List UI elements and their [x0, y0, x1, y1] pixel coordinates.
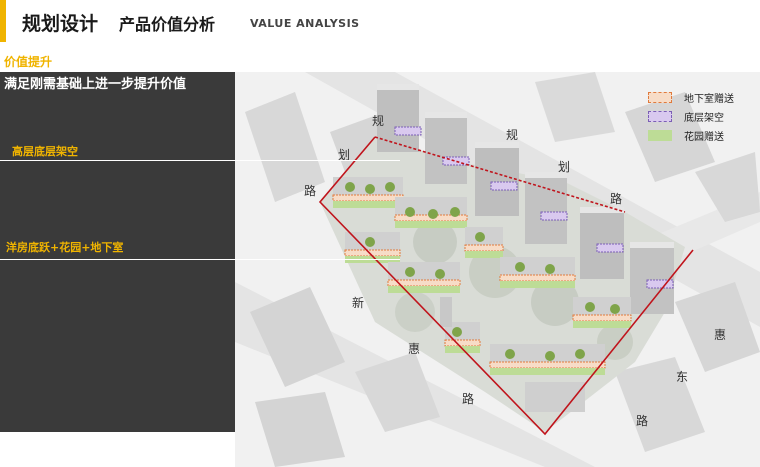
road-label-bottom-left-1: 新 [352, 296, 365, 310]
road-label-bottom-left-3: 路 [462, 392, 475, 406]
page-title: 规划设计 [22, 13, 99, 35]
left-info-panel [0, 72, 235, 432]
header-accent-bar [0, 0, 6, 42]
section-headline: 满足刚需基础上进一步提升价值 [4, 77, 187, 92]
legend-label: 地下室赠送 [684, 94, 734, 105]
callout-leader-line-1 [0, 160, 400, 161]
legend-label: 花园赠送 [684, 132, 724, 143]
road-label-top-3: 路 [304, 184, 317, 198]
stilt-floor-swatch-icon [648, 111, 672, 122]
road-label-top-right-1: 规 [506, 128, 519, 142]
legend-item-garden: 花园赠送 [648, 126, 734, 145]
callout-leader-line-2 [0, 259, 400, 260]
page-subtitle: 产品价值分析 [119, 15, 216, 34]
road-label-top-right-3: 路 [610, 192, 623, 206]
road-label-bottom-left-2: 惠 [408, 342, 421, 356]
road-label-top-2: 划 [338, 148, 351, 162]
callout-highrise-stilt: 高层底层架空 [12, 145, 78, 158]
map-legend: 地下室赠送 底层架空 花园赠送 [648, 88, 734, 145]
basement-swatch-icon [648, 92, 672, 103]
legend-label: 底层架空 [684, 113, 724, 124]
road-label-right-3: 路 [636, 414, 649, 428]
legend-item-basement: 地下室赠送 [648, 88, 734, 107]
page-subtitle-english: VALUE ANALYSIS [250, 17, 360, 30]
road-label-right-1: 惠 [714, 328, 727, 342]
section-label: 价值提升 [4, 55, 53, 69]
garden-swatch-icon [648, 130, 672, 141]
legend-item-stilt: 底层架空 [648, 107, 734, 126]
road-label-top-right-2: 划 [558, 160, 571, 174]
road-label-top-1: 规 [372, 114, 385, 128]
callout-villa-garden-basement: 洋房底跃+花园+地下室 [6, 241, 124, 254]
site-plan-map [235, 72, 760, 467]
road-label-right-2: 东 [676, 370, 689, 384]
